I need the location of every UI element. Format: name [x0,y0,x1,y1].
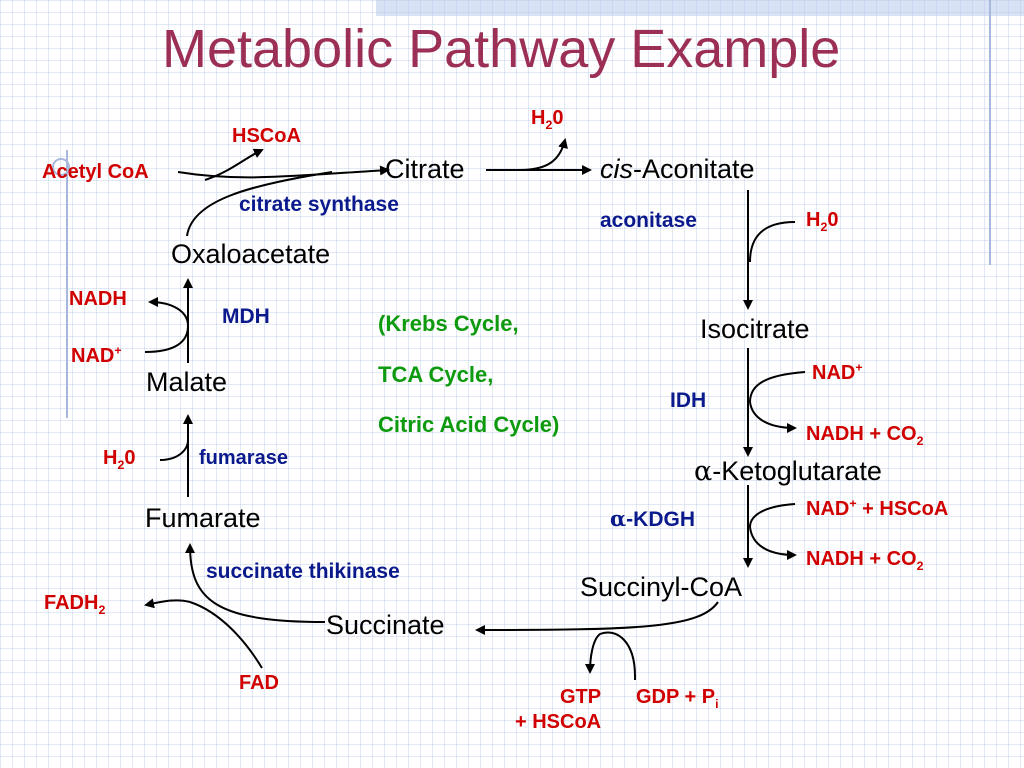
idh-label: IDH [670,389,707,412]
cis-aconitate-label: cis-Aconitate [600,156,755,183]
arrow-succinylcoa-succinate [475,601,719,635]
malate-label: Malate [146,367,228,397]
ketoglutarate-rest: -Ketoglutarate [712,456,882,486]
h2o-release-top-label: H20 [531,107,564,132]
hscoa-label: HSCoA [232,125,301,147]
alpha-symbol: α [610,506,627,531]
arrow-hscoa-release [204,148,264,181]
h2o-fumarase-label: H20 [103,447,136,472]
cycle-name-tca: TCA Cycle, [378,362,494,387]
page-title: Metabolic Pathway Example [162,19,841,79]
arrow-nadh-release-idh [749,401,797,433]
decor-top-band [376,0,1024,16]
citrate-label: Citrate [385,154,465,184]
gdp-pi-label: GDP + Pi [636,686,719,711]
nad-mdh-label: NAD+ [71,343,122,367]
gtp-label: GTP [560,686,602,708]
aconitase-label: aconitase [600,209,697,232]
succinate-thikinase-label: succinate thikinase [206,560,400,583]
citrate-synthase-label: citrate synthase [239,193,399,216]
arrow-acetylcoa-citrate [177,165,390,179]
arrow-oxaloacetate-citrate [186,171,333,237]
arrow-fad-uptake [189,601,263,669]
kdgh-rest: -KDGH [626,508,695,531]
arrow-nadh-release-kdgh [749,526,797,560]
nadh-co2-kdgh-label: NADH + CO2 [806,548,924,573]
oxaloacetate-label: Oxaloacetate [171,239,331,269]
cis-prefix: cis [600,154,633,184]
nad-idh-label: NAD+ [812,360,863,384]
isocitrate-label: Isocitrate [700,314,810,344]
fad-label: FAD [239,672,279,694]
fumarate-label: Fumarate [145,503,261,533]
arrow-nad-uptake-kdgh [749,503,796,528]
mdh-label: MDH [222,305,270,328]
arrow-succinate-fumarate [185,543,326,623]
cycle-name-krebs: (Krebs Cycle, [378,311,519,336]
fadh2-label: FADH2 [44,592,106,617]
nadh-co2-idh-label: NADH + CO2 [806,423,924,448]
arrow-nadh-release-mdh [148,297,189,327]
nadh-mdh-label: NADH [69,288,127,310]
arrow-fadh2-release [144,598,191,609]
succinyl-coa-label: Succinyl-CoA [580,572,743,602]
plus-hscoa-label: + HSCoA [515,711,602,733]
nad-hscoa-kdgh-label: NAD+ + HSCoA [806,496,949,520]
alpha-symbol: α [694,456,713,487]
decor-right-line [989,0,991,265]
arrow-nad-uptake-idh [749,371,806,403]
succinate-label: Succinate [326,610,445,640]
alpha-ketoglutarate-label: α-Ketoglutarate [694,456,882,487]
h2o-aconitase-label: H20 [806,209,839,234]
arrow-h2o-release-top [519,138,568,171]
acetyl-coa-label: Acetyl CoA [42,161,149,183]
cis-aconitate-rest: -Aconitate [633,154,755,184]
arrow-nad-uptake-mdh [144,325,189,353]
alpha-kdgh-label: α-KDGH [610,508,695,530]
fumarase-label: fumarase [199,447,288,469]
arrow-h2o-uptake [749,221,796,263]
decor-left-circle [52,158,70,176]
arrow-h2o-uptake-fumarase [159,439,189,461]
cycle-name-citric-acid: Citric Acid Cycle) [378,412,560,437]
arrow-gtp-release [585,631,637,681]
decor-left-line [66,150,68,418]
